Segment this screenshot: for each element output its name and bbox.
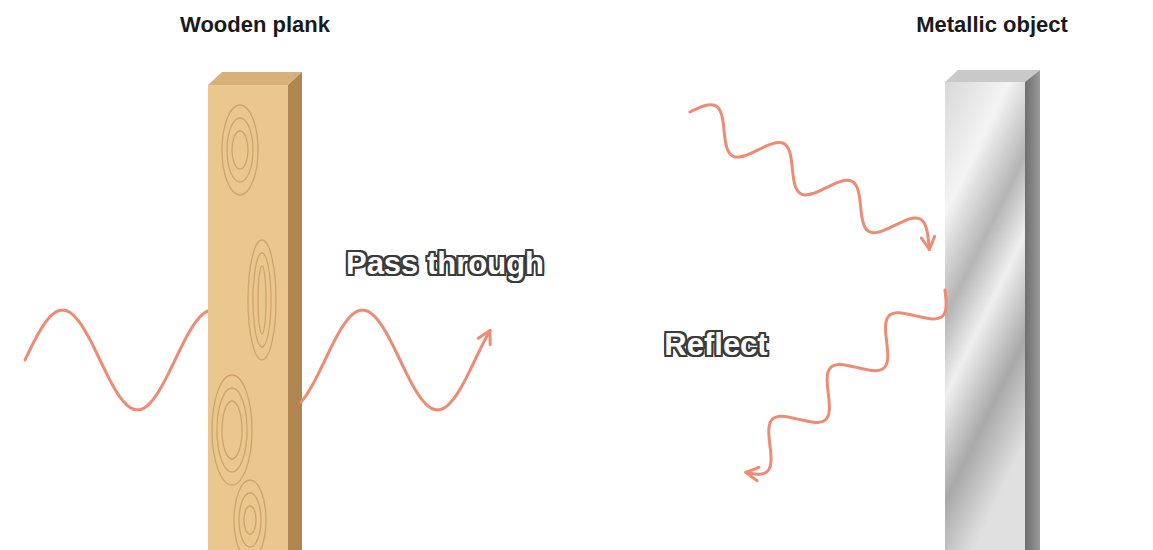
- wooden-plank: [208, 72, 302, 550]
- grain-ring: [248, 240, 276, 360]
- grain-ring: [244, 506, 256, 534]
- object-group: Wooden plank: [175, 12, 335, 550]
- wave-arrowhead: [921, 237, 934, 250]
- grain-ring: [217, 388, 247, 472]
- wave-line: [746, 290, 946, 474]
- object-group: Metallic object: [911, 12, 1073, 550]
- object-heading: Wooden plank: [180, 12, 330, 38]
- grain-ring: [222, 401, 242, 459]
- metal-front: [945, 82, 1025, 550]
- action-label: Pass through: [346, 246, 544, 282]
- wave-through: [25, 310, 211, 410]
- grain-ring: [227, 118, 253, 182]
- wave-arrowhead: [746, 467, 759, 480]
- grain-ring: [239, 493, 261, 547]
- wave-through-exit: [301, 310, 490, 410]
- object-heading: Metallic object: [916, 12, 1068, 38]
- metal-top: [945, 70, 1040, 82]
- wood-grain: [212, 105, 276, 550]
- wave-line: [301, 310, 490, 410]
- wave-line: [690, 105, 929, 250]
- wave-line: [25, 310, 211, 410]
- plank-top: [208, 72, 302, 85]
- metal-side: [1025, 70, 1040, 550]
- grain-ring: [222, 105, 258, 195]
- grain-ring: [253, 253, 271, 347]
- grain-ring: [212, 375, 252, 485]
- grain-ring: [232, 131, 248, 169]
- wave-arrowhead: [478, 331, 490, 345]
- plank-side: [288, 72, 302, 550]
- grain-ring: [234, 480, 266, 550]
- wave-reflected: [746, 290, 946, 481]
- action-label: Reflect: [664, 327, 767, 363]
- metallic-block: [945, 70, 1040, 550]
- grain-ring: [258, 266, 266, 334]
- wave-incident: [690, 105, 935, 250]
